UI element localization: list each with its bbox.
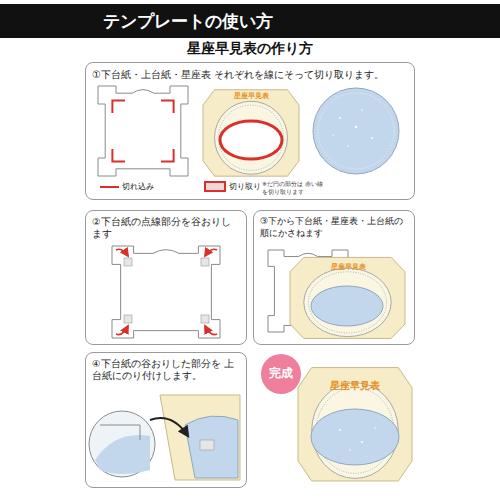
sheet-title: 星座早見表 — [322, 263, 374, 271]
step-text: ④下台紙の谷おりした部分を 上台紙にのり付けします。 — [86, 353, 246, 383]
sheet-title: 星座早見表 — [226, 92, 276, 100]
step-box: ④下台紙の谷おりした部分を 上台紙にのり付けします。 — [85, 352, 247, 488]
sheet-title: 星座早見表 — [315, 380, 395, 393]
step-text: ①下台紙・上台紙・星座表 それぞれを線にそって切り取ります。 — [86, 63, 414, 81]
badge-text: 完成 — [269, 366, 293, 382]
note: ※だ円の部分は 赤い線を切り取ります — [262, 180, 324, 195]
legend-text: 切り取り — [229, 182, 261, 192]
step-text: ③下から下台紙・星座表・上台紙の 順にかさねます — [254, 211, 414, 239]
step-box: ③下から下台紙・星座表・上台紙の 順にかさねます — [253, 210, 415, 345]
step-box: ①下台紙・上台紙・星座表 それぞれを線にそって切り取ります。 — [85, 62, 415, 200]
page-title: テンプレートの使い方 — [103, 4, 273, 38]
legend-text: 切れ込み — [122, 182, 154, 192]
step-text: ②下台紙の点線部分を谷おりします — [86, 211, 246, 241]
step-box: ②下台紙の点線部分を谷おりします — [85, 210, 247, 345]
completion-badge: 完成 — [261, 354, 301, 394]
subtitle: 星座早見表の作り方 — [150, 40, 350, 58]
